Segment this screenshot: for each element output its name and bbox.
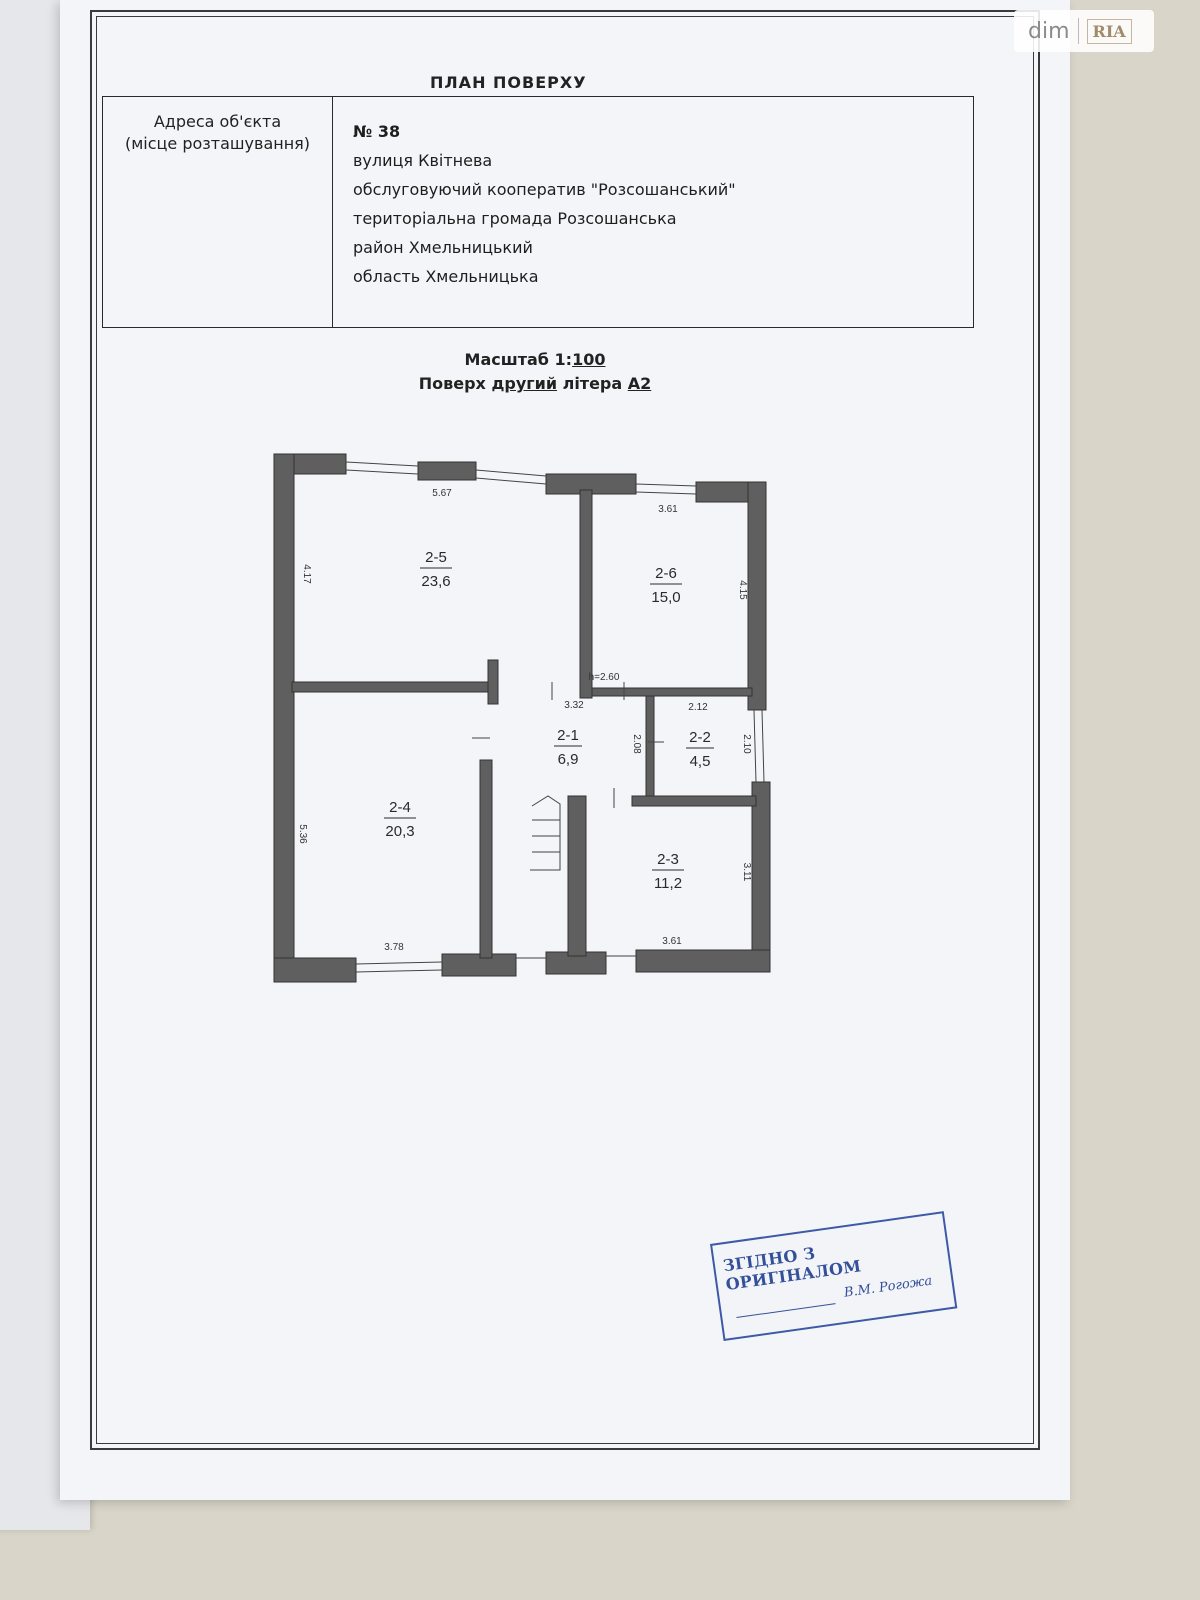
dimension-labels: 5.67 3.61 h=2.60 3.32 2.12 3.78 3.61 4.1… <box>297 488 752 953</box>
room-area-2-5: 23,6 <box>421 573 450 590</box>
dim-2-5-height: 4.17 <box>301 564 312 584</box>
document-frame-inner <box>96 16 1034 1444</box>
room-area-2-4: 20,3 <box>385 823 414 840</box>
room-id-2-3: 2-3 <box>657 851 679 868</box>
room-area-2-3: 11,2 <box>654 875 682 892</box>
room-id-2-2: 2-2 <box>689 729 711 746</box>
document-page: ПЛАН ПОВЕРХУ Адреса об'єкта (місце розта… <box>60 0 1070 1500</box>
address-label-line1: Адреса об'єкта <box>153 112 282 131</box>
address-cooperative: обслуговуючий кооператив "Розсошанський" <box>353 180 736 199</box>
address-street: вулиця Квітнева <box>353 151 493 170</box>
exterior-walls <box>273 453 771 983</box>
dim-2-2-width: 2.12 <box>688 702 708 713</box>
wall-interior-2-3-left <box>567 795 587 957</box>
stamp-signature-line <box>736 1303 836 1319</box>
dim-2-4-height: 5.36 <box>297 824 308 844</box>
document-frame-outer <box>90 10 1040 1450</box>
scale-text: Масштаб 1:100 <box>390 348 680 372</box>
floor-middle: літера <box>557 374 628 393</box>
wall-right-upper <box>747 481 767 711</box>
dim-ceiling-height: h=2.60 <box>589 672 620 683</box>
wall-interior-2-4-right <box>479 759 493 959</box>
stamp-signature: В.М. Рогожа <box>843 1273 934 1301</box>
wall-bottom-right <box>635 949 771 973</box>
room-area-2-6: 15,0 <box>651 589 680 606</box>
address-label-cell: Адреса об'єкта (місце розташування) <box>103 97 333 327</box>
dim-corridor-width: 3.32 <box>564 700 584 711</box>
wall-top-mid <box>417 461 477 481</box>
dimria-watermark: dim RIA <box>1014 10 1154 52</box>
wall-interior-2-6-bottom <box>591 687 753 697</box>
wall-bottom-mid <box>441 953 517 977</box>
dim-2-4-width: 3.78 <box>384 942 404 953</box>
floor-prefix: Поверх <box>418 374 492 393</box>
watermark-logo: RIA <box>1086 18 1132 44</box>
floor-text: Поверх другий літера А2 <box>390 372 680 396</box>
staircase <box>530 795 561 871</box>
wall-interior-2-3-top <box>631 795 757 807</box>
floor-value: другий <box>491 374 558 393</box>
room-area-2-1: 6,9 <box>558 751 579 768</box>
dim-2-5-width: 5.67 <box>432 488 452 499</box>
room-id-2-1: 2-1 <box>557 727 579 744</box>
room-id-2-5: 2-5 <box>425 549 447 566</box>
wall-left <box>273 453 295 983</box>
wall-interior-2-5-2-6 <box>579 489 593 699</box>
watermark-brand: dim <box>1028 18 1070 44</box>
wall-interior-stub <box>487 659 499 705</box>
wall-interior-2-5-2-4 <box>291 681 489 693</box>
scale-prefix: Масштаб 1: <box>464 350 573 369</box>
windows <box>345 461 765 973</box>
address-label-line2: (місце розташування) <box>124 134 311 153</box>
address-region: область Хмельницька <box>353 267 539 286</box>
dim-2-2-height: 2.10 <box>741 734 752 754</box>
dim-2-3-width: 3.61 <box>662 936 682 947</box>
dim-2-3-height: 3.11 <box>741 863 752 882</box>
room-labels: 2-5 23,6 2-6 15,0 2-1 6,9 2-2 4,5 2-4 20… <box>384 549 714 892</box>
door-ticks <box>472 682 664 808</box>
address-community: територіальна громада Розсошанська <box>353 209 677 228</box>
wall-bottom-left <box>273 957 357 983</box>
scale-block: Масштаб 1:100 Поверх другий літера А2 <box>390 348 680 396</box>
wall-interior-2-2-left <box>645 695 655 797</box>
address-table: Адреса об'єкта (місце розташування) № 38… <box>102 96 974 328</box>
room-id-2-6: 2-6 <box>655 565 677 582</box>
floor-letter: А2 <box>627 374 652 393</box>
dim-2-6-width: 3.61 <box>658 504 678 515</box>
dim-corridor-height: 2.08 <box>631 734 642 754</box>
document-title: ПЛАН ПОВЕРХУ <box>430 73 587 92</box>
address-house-number: № 38 <box>353 122 401 141</box>
room-id-2-4: 2-4 <box>389 799 411 816</box>
address-value-cell: № 38 вулиця Квітнева обслуговуючий коопе… <box>353 117 963 291</box>
scale-value: 100 <box>572 350 606 369</box>
dim-2-6-height: 4.15 <box>737 580 748 600</box>
room-area-2-2: 4,5 <box>690 753 711 770</box>
watermark-separator <box>1077 18 1079 44</box>
wall-right-lower <box>751 781 771 973</box>
address-district: район Хмельницький <box>353 238 533 257</box>
